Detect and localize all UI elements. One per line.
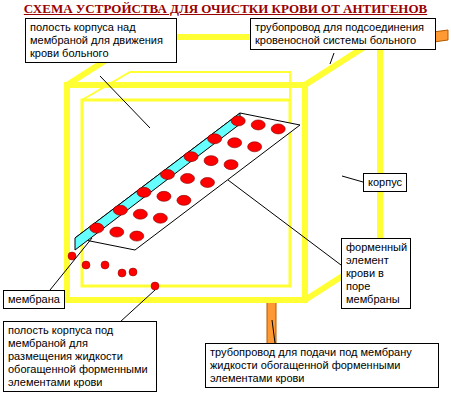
- callout-text: полость корпуса над мембраной для движен…: [30, 21, 172, 60]
- diagram-title: СХЕМА УСТРОЙСТВА ДЛЯ ОЧИСТКИ КРОВИ ОТ АН…: [0, 1, 451, 17]
- callout-box: полость корпуса над мембраной для движен…: [25, 18, 177, 63]
- callout-box: мембрана: [3, 290, 65, 309]
- callout-box: корпус: [363, 173, 407, 192]
- blood-cells: [90, 116, 285, 241]
- cavity-edge: [82, 72, 290, 100]
- membrane-edge: [75, 113, 240, 250]
- leader-lines: [50, 53, 363, 343]
- callout-box: трубопровод для подсоединения кровеносно…: [250, 18, 436, 50]
- callout-text: трубопровод для подачи под мембрану жидк…: [210, 346, 434, 385]
- callout-text: мембрана: [8, 293, 60, 306]
- callout-text: корпус: [368, 176, 402, 189]
- callout-box: полость корпуса под мембраной для размещ…: [3, 321, 157, 392]
- callout-box: форменный элемент крови в поре мембраны: [341, 238, 411, 309]
- housing-front: [67, 85, 305, 300]
- free-cells: [68, 252, 159, 290]
- callout-text: трубопровод для подсоединения кровеносно…: [255, 21, 431, 47]
- membrane-surface: [75, 113, 300, 250]
- callout-text: полость корпуса под мембраной для размещ…: [8, 324, 152, 389]
- callout-text: форменный элемент крови в поре мембраны: [346, 241, 406, 306]
- callout-box: трубопровод для подачи под мембрану жидк…: [205, 343, 439, 388]
